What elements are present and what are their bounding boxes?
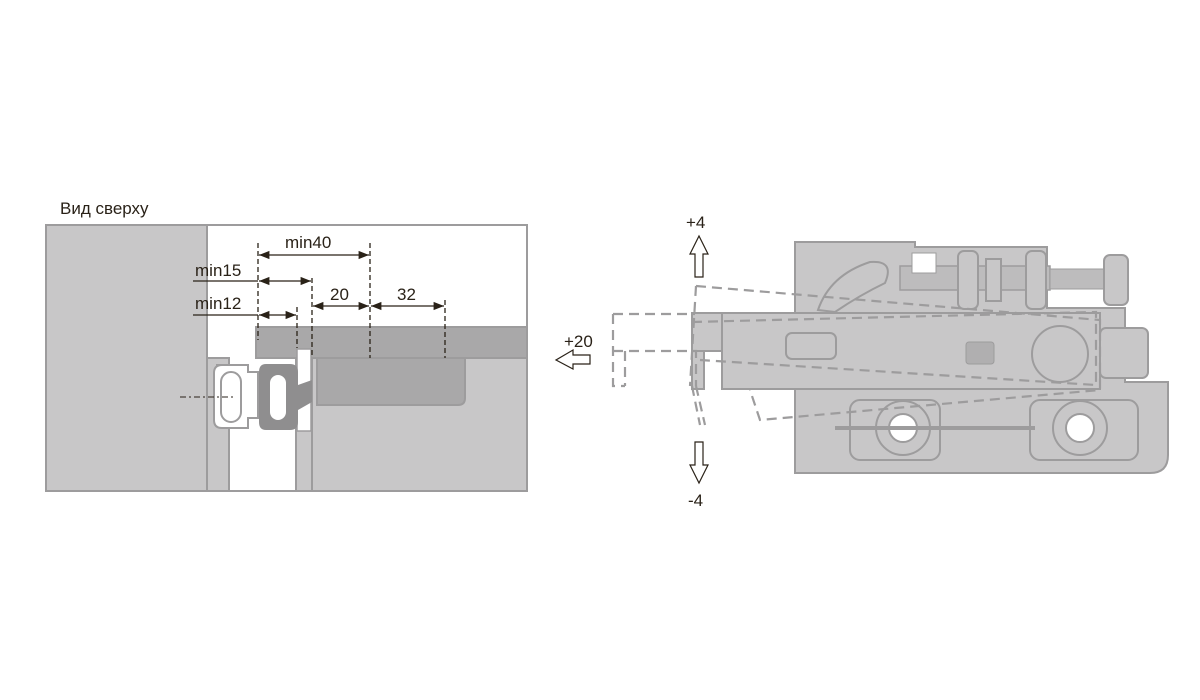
tilt-ghost-down (690, 310, 1098, 426)
mounting-hole-2 (1065, 413, 1095, 443)
side-panel (45, 224, 208, 492)
tilt-ghost-up (688, 284, 1102, 422)
dim-min15-label: min15 (195, 261, 241, 280)
arrow-up-icon (689, 234, 709, 278)
adjust-up-label: +4 (686, 213, 705, 232)
adjust-down-label: -4 (688, 491, 703, 510)
arrow-down-icon (689, 441, 709, 485)
arm-pin (785, 332, 837, 360)
dim-min40-label: min40 (285, 233, 331, 252)
depth-ghost-position (611, 312, 698, 388)
screw-nut (957, 250, 979, 310)
arrow-left-icon (554, 348, 591, 370)
arm-tip (691, 312, 723, 352)
hinge-cup (316, 357, 466, 406)
arm-end-cap (1099, 327, 1149, 379)
screw-window (911, 252, 937, 274)
dim-min12-label: min12 (195, 294, 241, 313)
hinge-adjustment-drawing: +4 -4 +20 (554, 213, 1169, 510)
clip-slot (270, 375, 286, 420)
top-view-title: Вид сверху (60, 199, 149, 218)
screw-nut-2 (1025, 250, 1047, 310)
screw-collar (985, 258, 1002, 302)
dim-20-label: 20 (330, 285, 349, 304)
dim-32-label: 32 (397, 285, 416, 304)
screw-shaft (1049, 268, 1106, 290)
arm-tip-lower (691, 350, 705, 390)
depth-screw (965, 341, 995, 365)
screw-head (1103, 254, 1129, 306)
adjust-depth-label: +20 (564, 332, 593, 351)
arm-rivet (1031, 325, 1089, 383)
top-view-drawing: Вид сверху min40 min15 min12 20 32 (45, 199, 528, 492)
